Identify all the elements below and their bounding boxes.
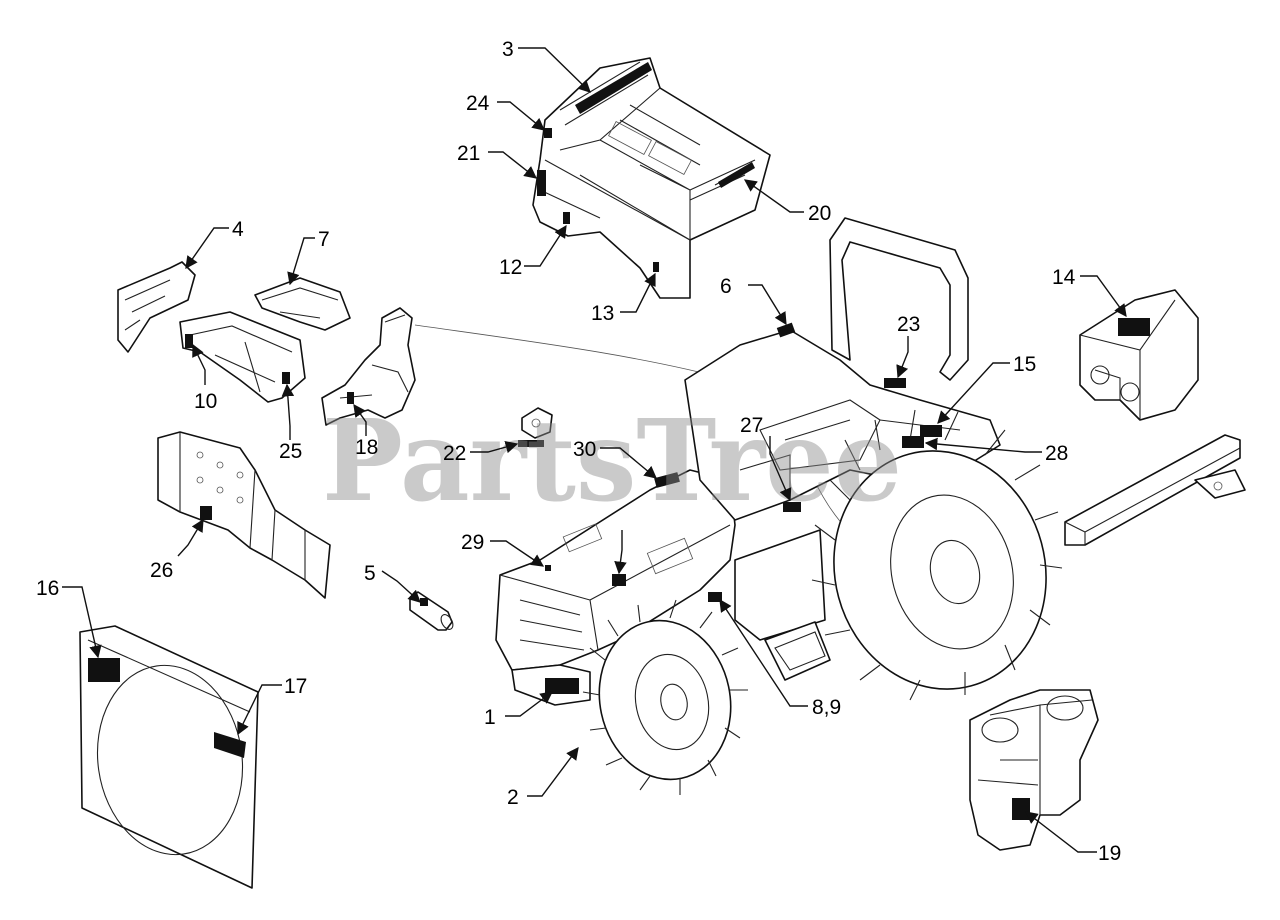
- callout-12: 13: [591, 302, 614, 325]
- callout-19: 20: [808, 202, 831, 225]
- decal-17: [347, 392, 354, 404]
- decal-6: [776, 322, 796, 338]
- decal-14: [920, 425, 942, 437]
- decal-11: [563, 212, 570, 224]
- callout-13: 14: [1052, 266, 1076, 289]
- callout-8-9: 8,9: [812, 696, 841, 719]
- callout-14: 15: [1013, 353, 1036, 376]
- left-fender-brackets-part: [117, 261, 351, 403]
- callout-23: 24: [466, 92, 490, 115]
- callout-22: 23: [897, 313, 920, 336]
- decal-22: [884, 378, 906, 388]
- callout-27: 28: [1045, 442, 1068, 465]
- callout-7: 7: [318, 228, 330, 251]
- decals: [88, 62, 1150, 820]
- decal-25: [200, 506, 212, 520]
- decal-16: [214, 732, 246, 758]
- decal-28: [545, 565, 551, 571]
- hood-side-panel-part: [157, 431, 331, 599]
- center-fender-plate-part: [321, 307, 416, 426]
- decal-18: [1012, 798, 1030, 820]
- callout-3: 3: [502, 38, 514, 61]
- decal-13: [1118, 318, 1150, 336]
- callout-15: 16: [36, 577, 59, 600]
- decal-21: [518, 440, 544, 447]
- callout-6: 6: [720, 275, 732, 298]
- callout-4: 4: [232, 218, 244, 241]
- hitch-bar-part: [1064, 434, 1246, 546]
- callout-26: 27: [740, 414, 763, 437]
- decal-5: [420, 598, 428, 606]
- callout-25: 26: [150, 559, 173, 582]
- callout-5: 5: [364, 562, 376, 585]
- decal-8-9: [708, 592, 722, 602]
- callout-labels: 3 24 21 20 12 13 4 7 6 14 23 15 28 10 25…: [36, 38, 1121, 865]
- callout-2: 2: [507, 786, 519, 809]
- partstree-watermark: PartsTree: [322, 396, 902, 527]
- leader-lines: [62, 47, 1127, 853]
- decal-23: [544, 128, 552, 138]
- callout-24: 25: [279, 440, 302, 463]
- callout-21: 22: [443, 442, 466, 465]
- decal-10: [185, 334, 193, 348]
- decal-12: [653, 262, 659, 272]
- decal-30: [612, 574, 626, 586]
- decal-1: [545, 678, 579, 694]
- valve-block-part: [969, 689, 1099, 851]
- bolt-part: [409, 591, 454, 631]
- decal-3: [575, 62, 652, 114]
- operator-platform-part: [532, 57, 771, 299]
- decal-27: [902, 436, 924, 448]
- decal-24: [282, 372, 290, 384]
- small-bracket-part: [521, 407, 553, 439]
- callout-11: 12: [499, 256, 522, 279]
- callout-10: 10: [194, 390, 217, 413]
- callout-16: 17: [284, 675, 307, 698]
- decal-26: [783, 502, 801, 512]
- callout-1: 1: [484, 706, 496, 729]
- decal-19: [718, 162, 755, 188]
- radiator-screen-part: [79, 625, 259, 889]
- callout-17: 18: [355, 436, 378, 459]
- callout-18: 19: [1098, 842, 1121, 865]
- front-wheel-part: [582, 599, 748, 795]
- rear-wheel-part: [811, 409, 1063, 701]
- decal-29: [654, 472, 680, 488]
- pto-cover-part: [1079, 289, 1199, 421]
- decal-15: [88, 658, 120, 682]
- decal-20: [537, 170, 546, 196]
- callout-28: 29: [461, 531, 484, 554]
- callout-29: 30: [573, 438, 596, 461]
- callout-20: 21: [457, 142, 480, 165]
